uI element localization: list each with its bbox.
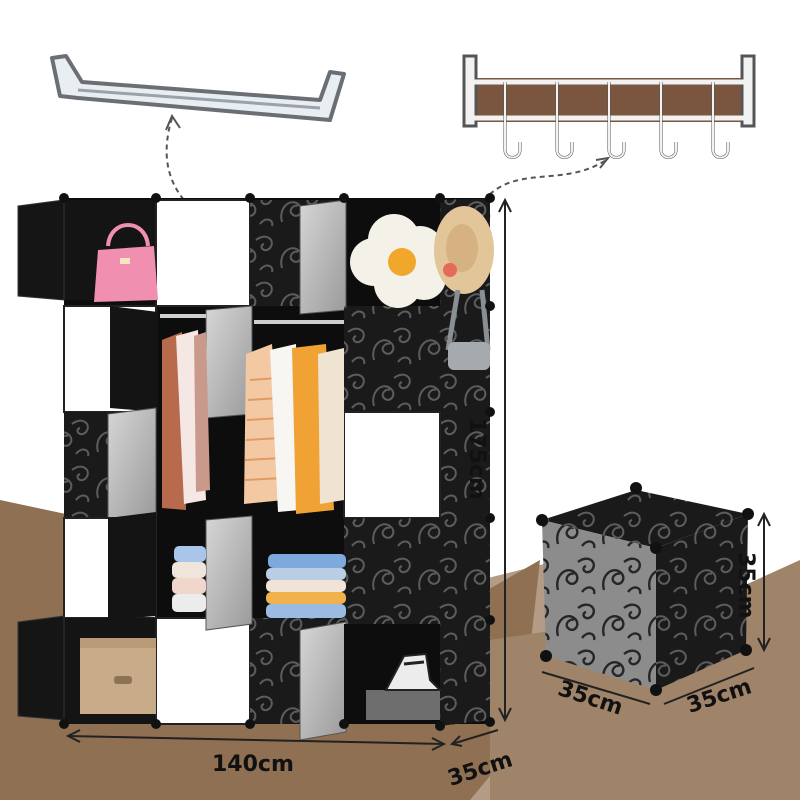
straw-hat (434, 206, 494, 294)
hook-callout-arrow (477, 159, 607, 209)
hanging-clothes-right (244, 344, 344, 514)
flower-pillow (350, 214, 446, 308)
pink-handbag (94, 223, 158, 302)
hook-rack-accessory (462, 54, 756, 159)
hanging-rod-accessory (50, 54, 346, 122)
cabinet-dimension-lines (65, 197, 512, 751)
folded-clothes-right (266, 554, 346, 618)
cube-height-label: 35cm (733, 552, 758, 619)
cube-cabinet (17, 193, 495, 741)
hanging-clothes-left (162, 330, 210, 510)
folded-clothes-left (172, 546, 206, 612)
cube-dimension-lines (541, 511, 771, 705)
storage-box (80, 638, 156, 714)
cabinet-height-label: 175cm (464, 418, 489, 500)
sneakers (366, 652, 443, 720)
cabinet-connectors (59, 193, 495, 731)
grey-shoulder-bag (445, 289, 491, 370)
single-cube (536, 482, 754, 696)
cabinet-width-label: 140cm (212, 752, 294, 777)
